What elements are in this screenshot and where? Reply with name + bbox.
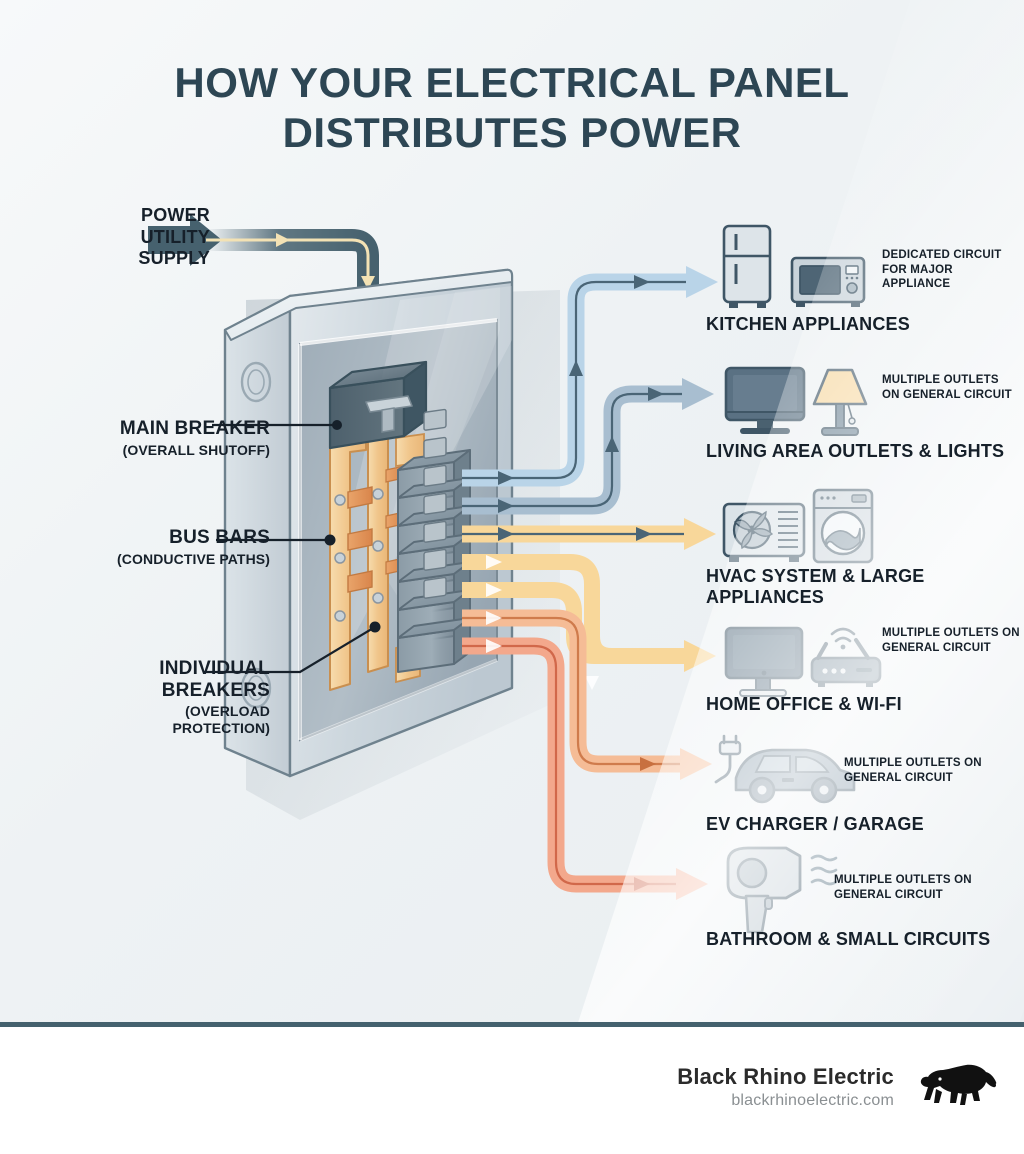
- flow-arrow-icon: [486, 583, 502, 597]
- circuit-row-hvac: HVAC SYSTEM & LARGE APPLIANCES: [706, 492, 1024, 608]
- circuit-flow-ev-charger: [462, 609, 712, 780]
- circuit-label: HOME OFFICE & WI-FI: [706, 694, 902, 714]
- rhino-logo-icon: [920, 1064, 997, 1105]
- flow-arrow-icon: [276, 233, 290, 247]
- circuit-label: BATHROOM & SMALL CIRCUITS: [706, 929, 991, 949]
- flow-arrowhead-icon: [684, 518, 716, 550]
- circuit-row-living-area: MULTIPLE OUTLETS ON GENERAL CIRCUIT LIVI…: [706, 367, 1024, 462]
- individual-breakers-leader-line: [204, 626, 376, 674]
- flow-arrow-icon: [634, 877, 650, 891]
- circuit-note: DEDICATED CIRCUIT FOR MAJOR APPLIANCE: [882, 249, 1002, 291]
- flow-arrow-icon: [648, 387, 664, 401]
- callout-power-utility-supply: POWER UTILITY SUPPLY: [20, 205, 210, 270]
- brand-text: Black Rhino Electric blackrhinoelectric.…: [677, 1064, 894, 1110]
- callout-power-label: POWER UTILITY SUPPLY: [138, 205, 210, 269]
- circuit-note: MULTIPLE OUTLETS ON GENERAL CIRCUIT: [844, 757, 982, 784]
- callout-bus-bars-sublabel: (CONDUCTIVE PATHS): [117, 550, 270, 567]
- breaker-switch[interactable]: [423, 436, 447, 459]
- callout-individual-breakers: INDIVIDUAL BREAKERS (OVERLOAD PROTECTION…: [10, 658, 270, 736]
- breaker-switch[interactable]: [423, 408, 447, 431]
- breaker-switch[interactable]: [423, 492, 447, 515]
- title-line-2: DISTRIBUTES POWER: [282, 108, 742, 156]
- flow-arrow-icon: [486, 639, 502, 653]
- supply-arrow-icon: [148, 214, 222, 266]
- flow-arrow-icon: [605, 436, 619, 452]
- hair-dryer-icon: [726, 846, 838, 934]
- main-breaker[interactable]: [328, 360, 428, 450]
- ev-car-charger-icon: [714, 734, 856, 804]
- circuit-flow-bathroom: [462, 637, 708, 900]
- flow-arrow-icon: [486, 555, 502, 569]
- flow-arrowhead-icon: [684, 640, 716, 672]
- circuit-row-bathroom: MULTIPLE OUTLETS ON GENERAL CIRCUIT BATH…: [706, 855, 1024, 950]
- circuit-row-home-office: MULTIPLE OUTLETS ON GENERAL CIRCUIT HOME…: [706, 620, 1024, 715]
- flow-arrowhead-icon: [686, 266, 718, 298]
- breaker-switch[interactable]: [423, 576, 447, 599]
- breaker-switch[interactable]: [423, 548, 447, 571]
- circuit-label: KITCHEN APPLIANCES: [706, 314, 910, 334]
- footer-divider: [0, 1022, 1024, 1027]
- hvac-condenser-icon: [722, 502, 806, 562]
- circuit-label: EV CHARGER / GARAGE: [706, 814, 924, 834]
- flow-arrow-icon: [498, 527, 514, 541]
- flow-arrow-icon: [585, 676, 599, 690]
- television-icon: [724, 366, 806, 434]
- flow-arrow-icon: [486, 611, 502, 625]
- circuit-row-ev-charger: MULTIPLE OUTLETS ON GENERAL CIRCUIT EV C…: [706, 740, 1024, 835]
- brand-block: Black Rhino Electric blackrhinoelectric.…: [677, 1059, 998, 1115]
- circuit-flow-hvac: [462, 518, 716, 550]
- flow-arrow-icon: [569, 360, 583, 376]
- callout-individual-breakers-sublabel: (OVERLOAD PROTECTION): [172, 703, 270, 736]
- footer: Black Rhino Electric blackrhinoelectric.…: [0, 1027, 1024, 1154]
- circuit-row-kitchen-appliances: DEDICATED CIRCUIT FOR MAJOR APPLIANCE KI…: [706, 240, 1024, 335]
- flow-arrow-icon: [498, 471, 514, 485]
- callout-individual-breakers-label: INDIVIDUAL BREAKERS: [159, 658, 270, 701]
- flow-arrow-icon: [640, 757, 656, 771]
- circuit-note: MULTIPLE OUTLETS ON GENERAL CIRCUIT: [882, 374, 1012, 401]
- callout-main-breaker-label: MAIN BREAKER: [119, 418, 270, 439]
- circuit-row-icons: [706, 492, 1024, 558]
- brand-name: Black Rhino Electric: [677, 1064, 894, 1089]
- flow-arrowhead-icon: [680, 748, 712, 780]
- microwave-icon: [790, 256, 866, 307]
- refrigerator-icon: [722, 224, 772, 308]
- breaker-switch[interactable]: [423, 464, 447, 487]
- brand-url[interactable]: blackrhinoelectric.com: [731, 1092, 894, 1109]
- flow-arrowhead-icon: [676, 868, 708, 900]
- flow-arrow-icon: [361, 276, 375, 290]
- callout-main-breaker: MAIN BREAKER (OVERALL SHUTOFF): [10, 418, 270, 458]
- table-lamp-icon: [812, 368, 868, 436]
- callout-main-breaker-sublabel: (OVERALL SHUTOFF): [122, 441, 270, 458]
- panel-distribution-diagram: [148, 214, 882, 934]
- circuit-flow-kitchen: [462, 266, 718, 487]
- flow-arrowhead-icon: [682, 378, 714, 410]
- circuit-note: MULTIPLE OUTLETS ON GENERAL CIRCUIT: [882, 627, 1020, 654]
- desktop-monitor-icon: [724, 626, 804, 697]
- infographic-canvas: HOW YOUR ELECTRICAL PANEL DISTRIBUTES PO…: [0, 0, 1024, 1024]
- flow-arrow-icon: [634, 275, 650, 289]
- circuit-note: MULTIPLE OUTLETS ON GENERAL CIRCUIT: [834, 874, 972, 901]
- title-line-1: HOW YOUR ELECTRICAL PANEL: [174, 59, 850, 106]
- wifi-router-icon: [810, 627, 882, 687]
- circuit-label: LIVING AREA OUTLETS & LIGHTS: [706, 441, 1005, 461]
- flow-arrow-icon: [636, 527, 652, 541]
- bus-bars: [329, 423, 425, 691]
- callout-bus-bars-label: BUS BARS: [169, 527, 270, 548]
- circuit-label: HVAC SYSTEM & LARGE APPLIANCES: [706, 566, 925, 608]
- washing-machine-icon: [812, 488, 874, 564]
- flow-arrow-icon: [498, 499, 514, 513]
- breaker-switch[interactable]: [423, 520, 447, 543]
- callout-bus-bars: BUS BARS (CONDUCTIVE PATHS): [10, 527, 270, 567]
- page-title: HOW YOUR ELECTRICAL PANEL DISTRIBUTES PO…: [0, 58, 1024, 157]
- circuit-flow-living-area: [462, 378, 714, 515]
